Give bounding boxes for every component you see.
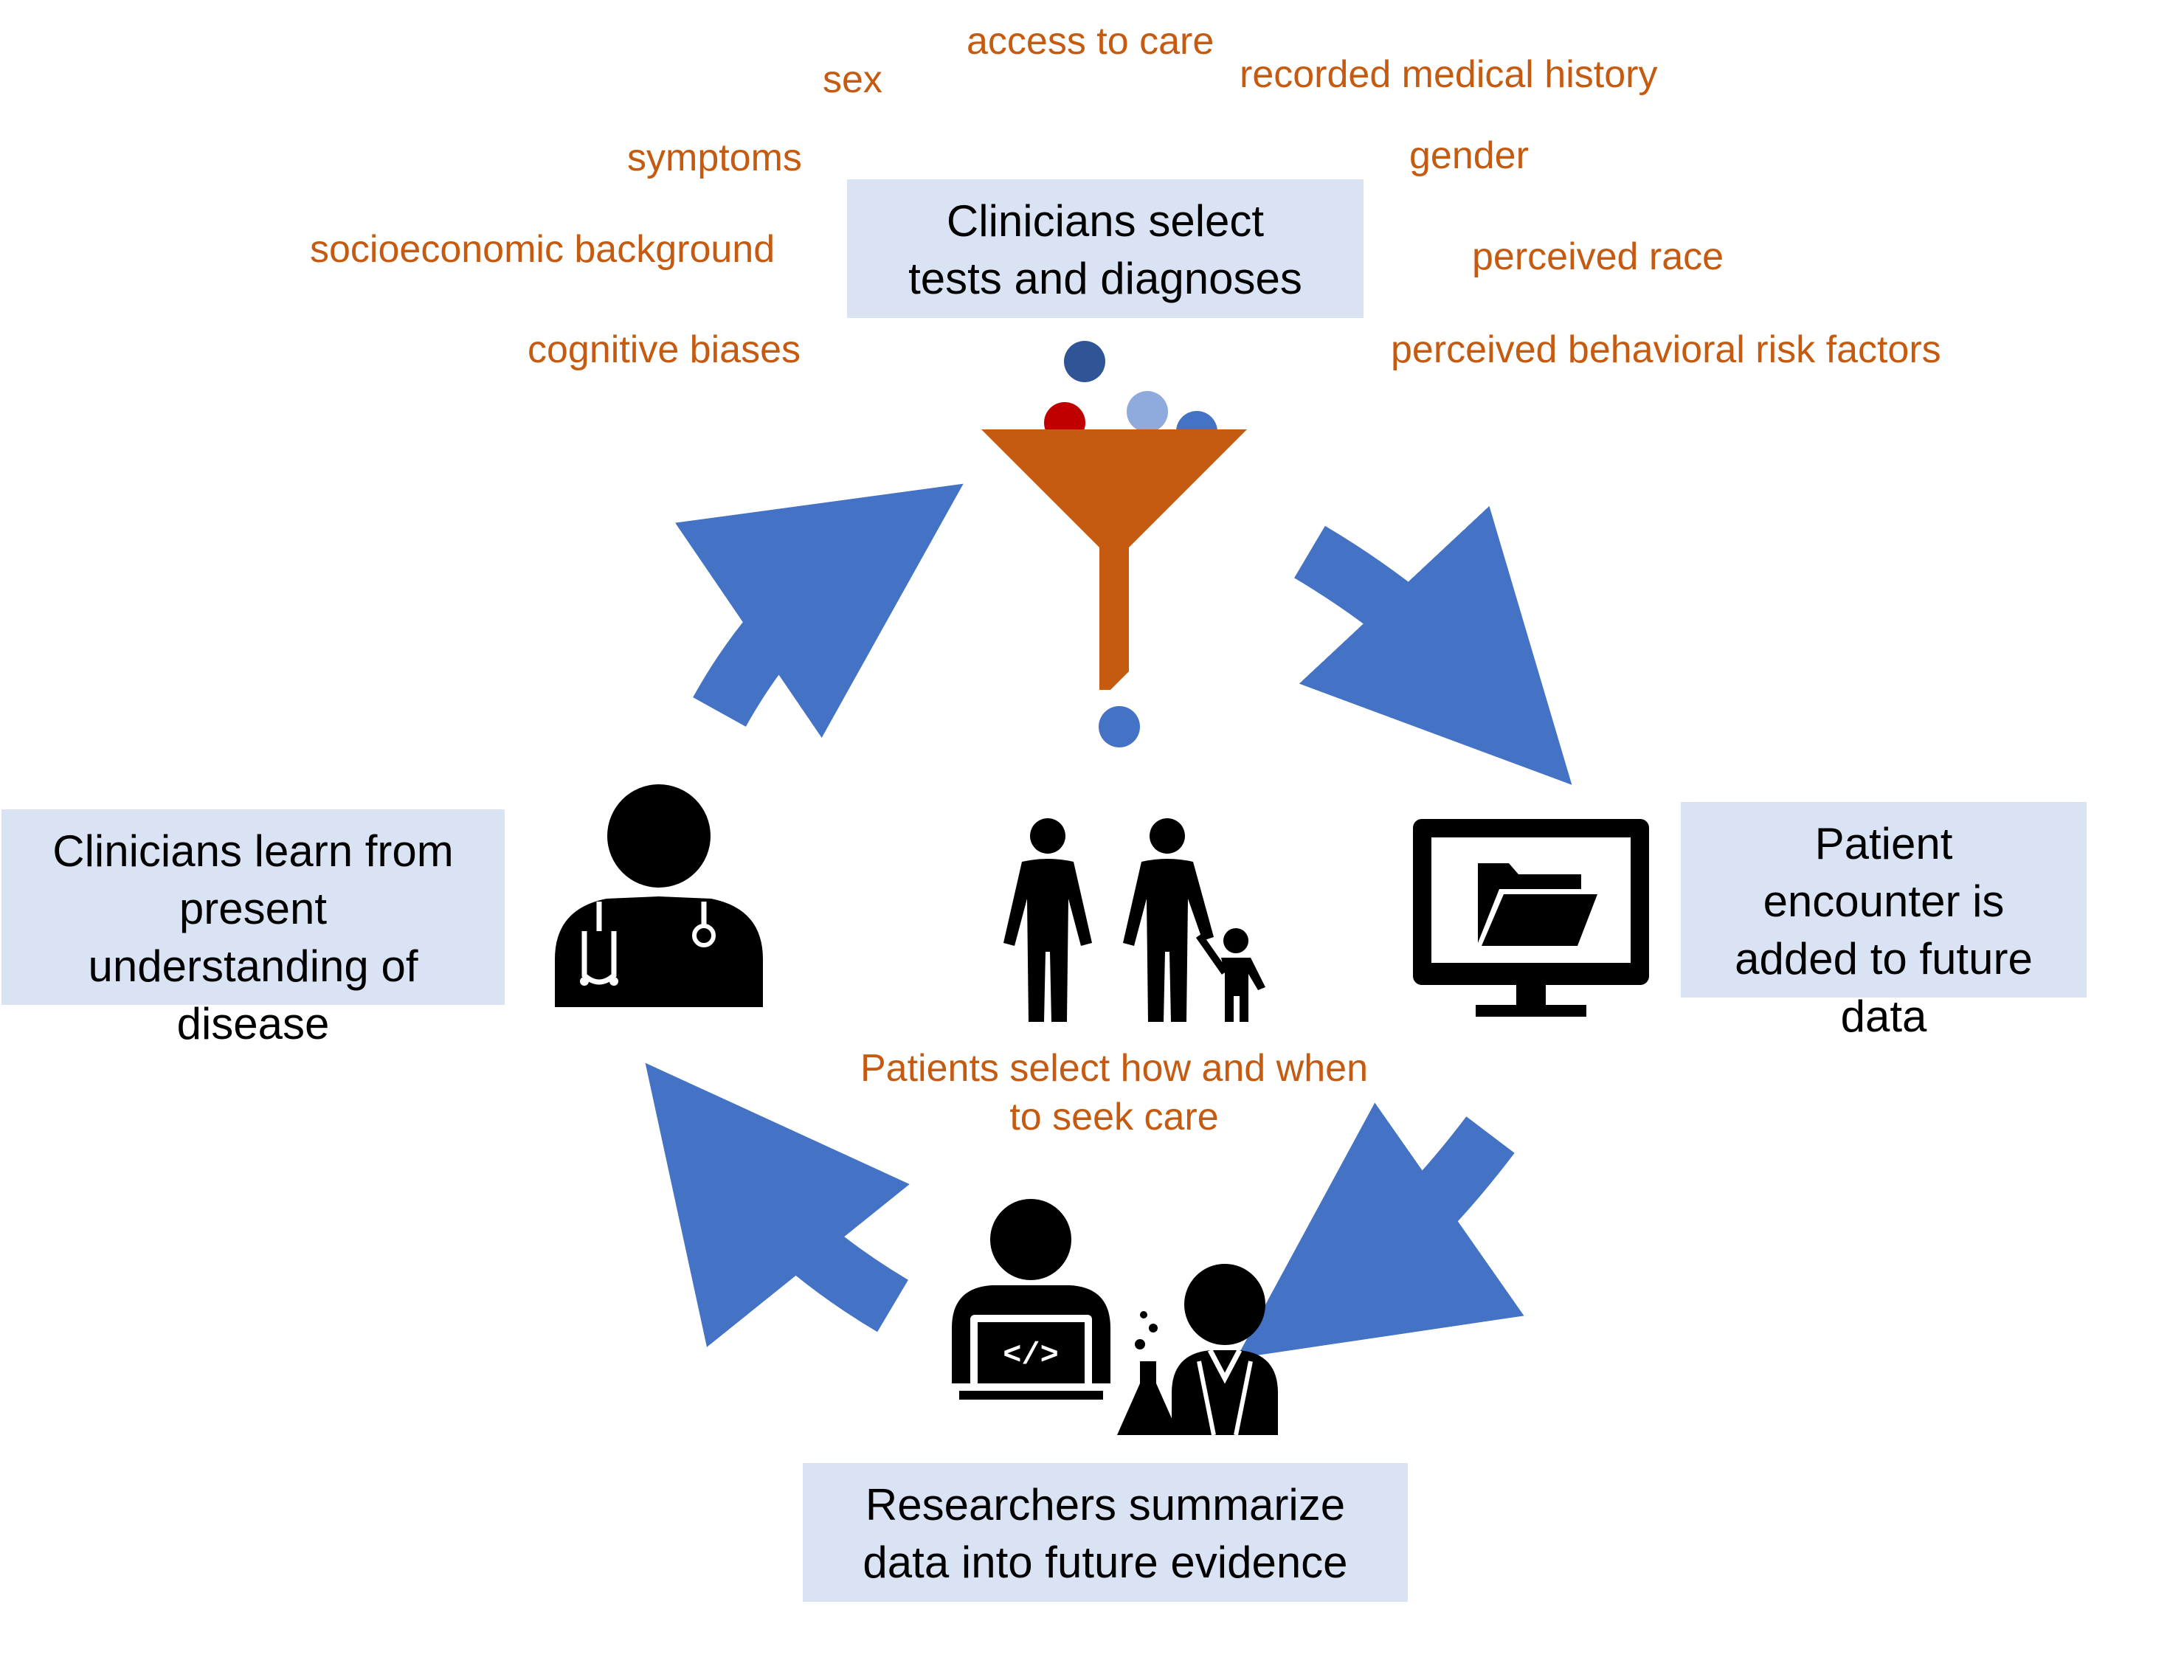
cycle-arrow-top-right bbox=[1294, 505, 1572, 785]
ball-dark-blue bbox=[1064, 341, 1105, 382]
patients-icon bbox=[1003, 818, 1265, 1022]
clinician-icon bbox=[555, 784, 763, 1007]
step-clinicians-select-line-2: tests and diagnoses bbox=[908, 254, 1302, 303]
factor-perceived-race: perceived race bbox=[1472, 235, 1724, 278]
factor-cognitive-biases: cognitive biases bbox=[528, 328, 801, 371]
researchers-icon: </> bbox=[952, 1199, 1278, 1436]
cycle-arrow-bottom-right bbox=[1236, 1102, 1524, 1359]
svg-text:</>: </> bbox=[1003, 1338, 1059, 1373]
step-researchers-line-1: Researchers summarize bbox=[865, 1480, 1346, 1529]
step-clinicians-learn-text: Clinicians learn from present understand… bbox=[1, 823, 505, 1053]
funnel-icon bbox=[981, 429, 1247, 690]
ball-output bbox=[1099, 706, 1140, 747]
patients-label-line-1: Patients select how and when bbox=[860, 1047, 1368, 1090]
step-patient-encounter bbox=[1681, 802, 2087, 998]
step-clinicians-select-line-1: Clinicians select bbox=[946, 196, 1265, 246]
factor-socioeconomic-background: socioeconomic background bbox=[310, 228, 775, 271]
factor-access-to-care: access to care bbox=[967, 20, 1214, 63]
step-clinicians-learn-line-2: present bbox=[179, 884, 328, 933]
ball-light-blue bbox=[1127, 391, 1168, 432]
step-clinicians-select: Clinicians select tests and diagnoses bbox=[847, 179, 1364, 318]
factor-sex: sex bbox=[823, 58, 882, 101]
step-researchers: Researchers summarize data into future e… bbox=[803, 1463, 1408, 1602]
step-clinicians-learn-line-3: understanding of bbox=[88, 941, 418, 991]
step-clinicians-learn-line-1: Clinicians learn from bbox=[52, 826, 454, 876]
step-researchers-line-2: data into future evidence bbox=[863, 1538, 1348, 1587]
step-patient-encounter-line-3: added to future bbox=[1735, 934, 2033, 984]
patients-label-line-2: to seek care bbox=[1009, 1096, 1219, 1138]
step-patient-encounter-line-1: Patient bbox=[1814, 819, 1953, 868]
cycle-arrow-bottom-left bbox=[645, 1062, 910, 1347]
step-clinicians-learn bbox=[1, 809, 505, 1005]
step-clinicians-learn-line-4: disease bbox=[176, 999, 330, 1048]
step-patient-encounter-text: Patient encounter is added to future dat… bbox=[1681, 815, 2087, 1045]
factor-gender: gender bbox=[1409, 134, 1529, 177]
factor-symptoms: symptoms bbox=[627, 136, 802, 179]
step-patient-encounter-line-2: encounter is bbox=[1763, 877, 2005, 926]
computer-folder-icon bbox=[1413, 819, 1649, 1017]
factor-perceived-behavioral-risk-factors: perceived behavioral risk factors bbox=[1391, 328, 1941, 371]
cycle-arrow-top-left bbox=[675, 483, 964, 738]
patients-label: Patients select how and when to seek car… bbox=[819, 1044, 1409, 1141]
factor-recorded-medical-history: recorded medical history bbox=[1240, 53, 1658, 96]
step-patient-encounter-line-4: data bbox=[1840, 992, 1927, 1041]
